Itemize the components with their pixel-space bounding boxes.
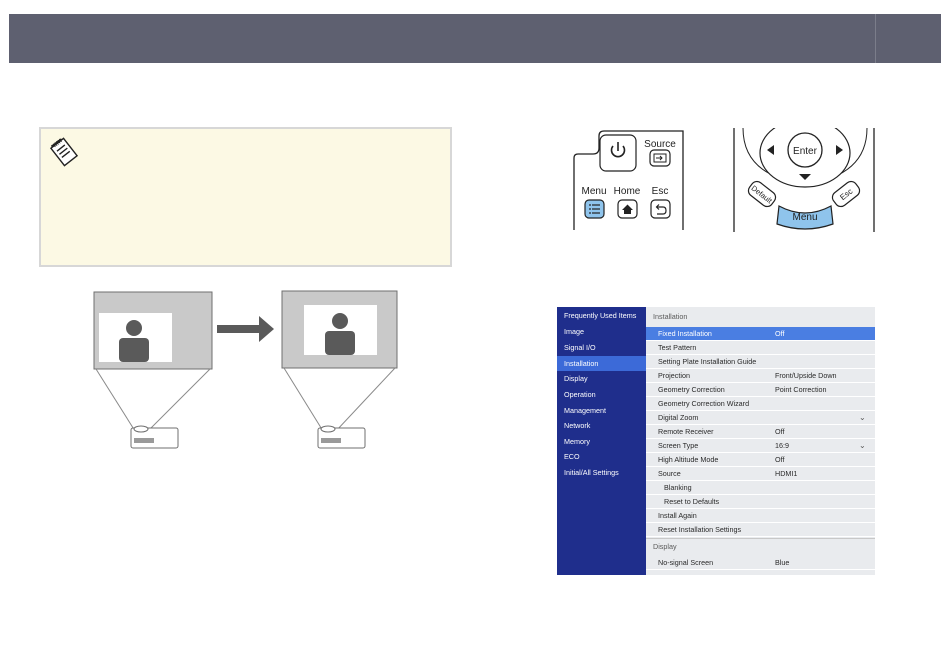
menu-row-screen-type[interactable]: Screen Type 16:9 ⌄ [646,439,875,453]
projector-after-icon [317,425,366,449]
menu-main-panel: Installation Fixed Installation Off Test… [646,307,875,575]
sidebar-item-operation[interactable]: Operation [564,390,596,399]
menu-row-source[interactable]: Source HDMI1 [646,467,875,481]
menu-row-high-altitude-mode[interactable]: High Altitude Mode Off [646,453,875,467]
projector-before-icon [130,425,179,449]
menu-row-projection[interactable]: Projection Front/Upside Down [646,369,875,383]
home-label: Home [614,186,641,197]
arrow-left-icon [767,145,774,155]
esc-label: Esc [652,186,669,197]
sidebar-item-network[interactable]: Network [564,421,591,430]
power-button[interactable] [599,134,637,172]
menu-row-no-signal-screen[interactable]: No-signal Screen Blue [646,556,875,570]
esc-button[interactable] [650,199,671,219]
chevron-down-icon: ⌄ [859,441,866,450]
menu-list-icon [589,204,600,214]
menu-row-install-again[interactable]: Install Again [646,509,875,523]
sidebar-item-eco[interactable]: ECO [564,452,580,461]
chevron-down-icon: ⌄ [859,413,866,422]
section-header-installation: Installation [653,312,688,321]
menu-row-test-pattern[interactable]: Test Pattern [646,341,875,355]
power-icon [610,142,626,158]
note-box [39,127,452,267]
source-icon [653,153,667,163]
remote-control-large: Enter Default Menu Esc [733,128,875,232]
sidebar-item-installation[interactable]: Installation [557,356,646,371]
menu-row-setting-plate-installation-guide[interactable]: Setting Plate Installation Guide [646,355,875,369]
menu-row-reset-installation-settings[interactable]: Reset Installation Settings [646,523,875,537]
screen-before [93,291,213,432]
arrow-right-icon [217,316,274,342]
sidebar-item-signal-io[interactable]: Signal I/O [564,343,596,352]
enter-button[interactable] [787,132,823,168]
menu-row-reset-to-defaults[interactable]: Reset to Defaults [646,495,875,509]
menu-row-digital-zoom[interactable]: Digital Zoom ⌄ [646,411,875,425]
sidebar-item-initial-all-settings[interactable]: Initial/All Settings [564,468,619,477]
menu-row-blanking[interactable]: Blanking [646,481,875,495]
home-icon [622,204,633,214]
sidebar-item-management[interactable]: Management [564,406,606,415]
section-header-display: Display [653,542,677,551]
menu-row-geometry-correction-wizard[interactable]: Geometry Correction Wizard [646,397,875,411]
menu-sidebar: Frequently Used Items Image Signal I/O I… [557,307,646,575]
menu-row-fixed-installation[interactable]: Fixed Installation Off [646,327,875,341]
note-icon [49,137,79,167]
screen-after [281,290,398,432]
default-button[interactable]: Default [746,179,778,209]
menu-label: Menu [792,212,817,223]
menu-label: Menu [581,186,606,197]
projection-illustration [93,290,398,449]
header-divider [875,14,876,63]
header-bar [9,14,941,63]
arrow-right-icon [836,145,843,155]
sidebar-item-frequently-used-items[interactable]: Frequently Used Items [564,311,637,320]
arrow-down-icon [799,174,811,180]
menu-row-remote-receiver[interactable]: Remote Receiver Off [646,425,875,439]
sidebar-item-image[interactable]: Image [564,327,584,336]
enter-label: Enter [793,146,818,157]
menu-row-geometry-correction[interactable]: Geometry Correction Point Correction [646,383,875,397]
section-divider [646,538,875,539]
remote-control-small: Source Menu Home Esc [573,130,684,230]
menu-button[interactable] [776,205,834,230]
sidebar-item-display[interactable]: Display [564,374,588,383]
esc-button[interactable]: Esc [830,179,862,209]
back-icon [655,204,667,215]
source-label: Source [644,139,676,150]
menu-screen: Frequently Used Items Image Signal I/O I… [557,307,875,575]
sidebar-item-memory[interactable]: Memory [564,437,590,446]
